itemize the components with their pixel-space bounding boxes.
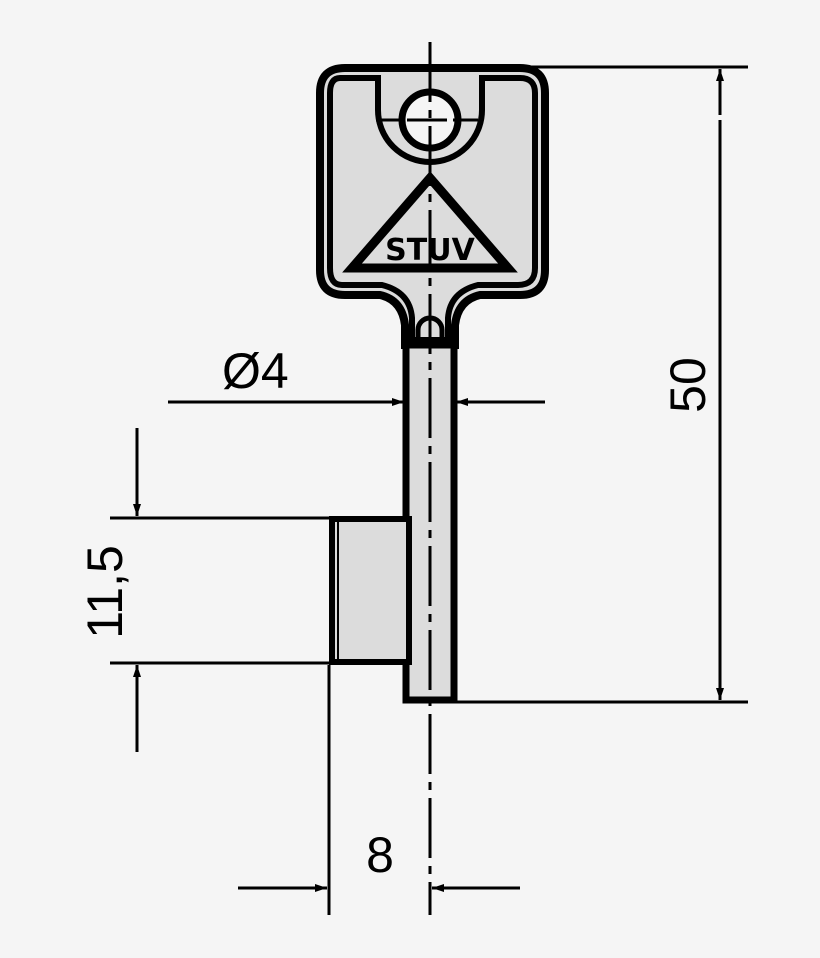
key-bit bbox=[329, 516, 412, 665]
dimension-bit-height: 11,5 bbox=[77, 428, 330, 752]
length-label: 50 bbox=[660, 357, 716, 413]
dimension-total-length: 50 bbox=[456, 65, 748, 704]
bit-height-label: 11,5 bbox=[77, 545, 133, 639]
dimension-bit-depth: 8 bbox=[238, 665, 520, 915]
diameter-label: Ø4 bbox=[222, 343, 289, 399]
bit-depth-label: 8 bbox=[366, 827, 394, 883]
key-head: STUV bbox=[316, 64, 549, 349]
dimension-diameter: Ø4 bbox=[168, 343, 545, 406]
